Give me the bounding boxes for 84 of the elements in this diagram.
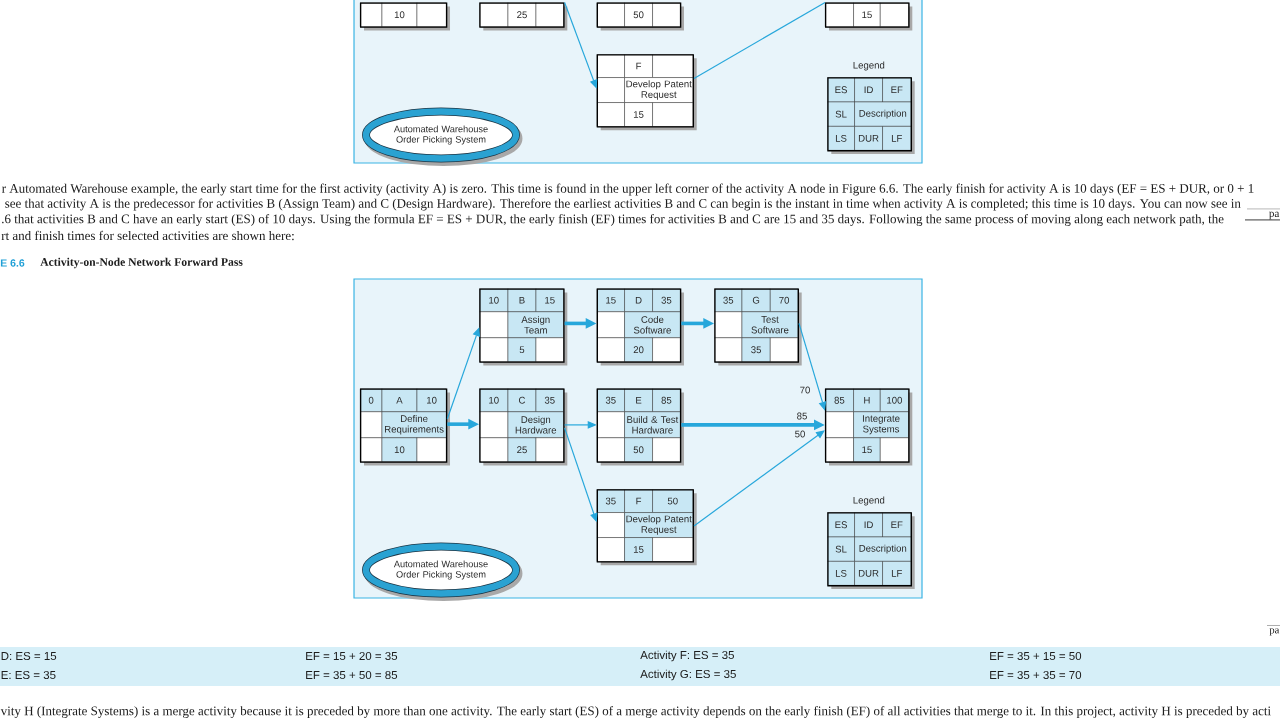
grid-cell: F (624, 489, 653, 513)
figure-caption: Activity-on-Node Network Forward Pass (40, 257, 243, 269)
table-text: Activity F: ES = 35 (640, 650, 734, 662)
activity-box (596, 288, 684, 366)
grid-cell: 50 (624, 437, 653, 462)
table-text: E: ES = 35 (1, 670, 56, 680)
body-text: rt and finish times for selected activities are shown here: (1, 230, 294, 241)
grid-cell: 15 (853, 2, 881, 27)
grid-cell: SL (827, 536, 855, 562)
body-text: see that activity A is the predecessor for activities B (Assign Team) and C (Design Hardware). Therefore the earliest activities B and C can begin is the instant in time when activity A is completed; this time is 10 days. You can now see in (5, 198, 1241, 211)
oval-label: Automated Warehouse Order Picking System (362, 107, 523, 166)
grid-cell: ID (854, 512, 883, 538)
table-text: Activity G: ES = 35 (640, 669, 736, 681)
grid-cell: DUR (854, 561, 883, 586)
grid-cell: G (741, 288, 771, 312)
grid-cell: 50 (652, 489, 694, 513)
figure-number: E 6.6 (0, 259, 25, 267)
edge-label: 85 (797, 412, 807, 420)
grid-cell: 50 (624, 2, 653, 27)
table-text: EF = 35 + 50 = 85 (306, 670, 398, 680)
grid-cell: F (624, 54, 653, 78)
grid-cell: ID (854, 77, 883, 103)
arrow (693, 430, 825, 527)
activity-box (825, 388, 913, 466)
grid-cell: 70 (770, 288, 799, 312)
activity-box (596, 54, 697, 131)
table-text: EF = 35 + 15 = 50 (990, 651, 1082, 661)
grid-cell: C (507, 388, 537, 412)
table-text: EF = 35 + 35 = 70 (990, 670, 1082, 680)
grid-cell: A (381, 388, 418, 412)
grid-cell: EF (882, 77, 912, 103)
edge-label: 50 (795, 430, 805, 438)
table-text: EF = 15 + 20 = 35 (306, 651, 398, 661)
grid-cell: 85 (652, 388, 681, 412)
activity-box (596, 489, 697, 566)
grid-cell: LF (882, 561, 912, 586)
grid-cell: 15 (535, 288, 564, 312)
margin-note: pa (1269, 211, 1280, 220)
activity-box (596, 388, 684, 466)
activity-box (360, 388, 450, 466)
grid-cell: 100 (880, 388, 909, 412)
grid-cell: 20 (624, 337, 653, 362)
legend-heading: Legend (853, 61, 885, 71)
grid-cell: 35 (596, 489, 625, 513)
grid-cell: LF (882, 126, 912, 151)
grid-cell: 25 (507, 2, 537, 27)
grid-cell: 25 (507, 437, 537, 462)
body-text: r Automated Warehouse example, the early start time for the first activity (activity A) is zero. This time is found in the upper left corner of the activity A node in Figure 6.6. The early finish for activity A is 10 days (EF = ES + DUR, or 0 + 1 (2, 183, 1254, 196)
grid-cell: H (853, 388, 881, 412)
activity-box (479, 2, 568, 31)
grid-cell: LS (827, 126, 855, 151)
grid-cell: E (624, 388, 653, 412)
edge-label: 70 (800, 386, 810, 394)
margin-note: pa (1269, 628, 1280, 636)
table-text: D: ES = 15 (1, 651, 57, 661)
grid-cell: 15 (596, 288, 625, 312)
grid-cell: 15 (853, 437, 881, 462)
oval-label: Automated Warehouse Order Picking System (362, 542, 523, 601)
activity-box (479, 288, 568, 366)
activity-box (360, 2, 450, 31)
grid-cell: 15 (624, 102, 653, 127)
connector-line (693, 1, 826, 80)
activity-box (596, 2, 684, 31)
grid-cell: 35 (652, 288, 681, 312)
activity-box (479, 388, 568, 466)
body-text: .6 that activities B and C have an early start (ES) of 10 days. Using the formula EF = ES + DUR, the early finish (EF) times for activities B and C are 15 and 35 days. Following the same process of moving along each network path, the (2, 214, 1224, 226)
grid-cell: EF (882, 512, 912, 538)
activity-box (714, 288, 802, 366)
grid-cell: B (507, 288, 537, 312)
grid-cell: LS (827, 561, 855, 586)
grid-cell: 10 (416, 388, 447, 412)
grid-cell: DUR (854, 126, 883, 151)
grid-cell: 35 (596, 388, 625, 412)
grid-cell: 10 (381, 437, 418, 462)
grid-cell: 35 (535, 388, 564, 412)
grid-cell: 5 (507, 337, 537, 362)
activity-box (825, 2, 913, 31)
grid-cell: D (624, 288, 653, 312)
body-text: vity H (Integrate Systems) is a merge activity because it is preceded by more than one activity. The early start (ES) of a merge activity depends on the early finish (EF) of all activities that merge to it. In this project, activity H is preceded by acti (0, 706, 1271, 718)
grid-cell: 35 (741, 337, 771, 362)
grid-cell: SL (827, 101, 855, 127)
grid-cell: 15 (624, 537, 653, 562)
legend-heading: Legend (853, 496, 885, 506)
grid-cell: 10 (381, 2, 418, 27)
